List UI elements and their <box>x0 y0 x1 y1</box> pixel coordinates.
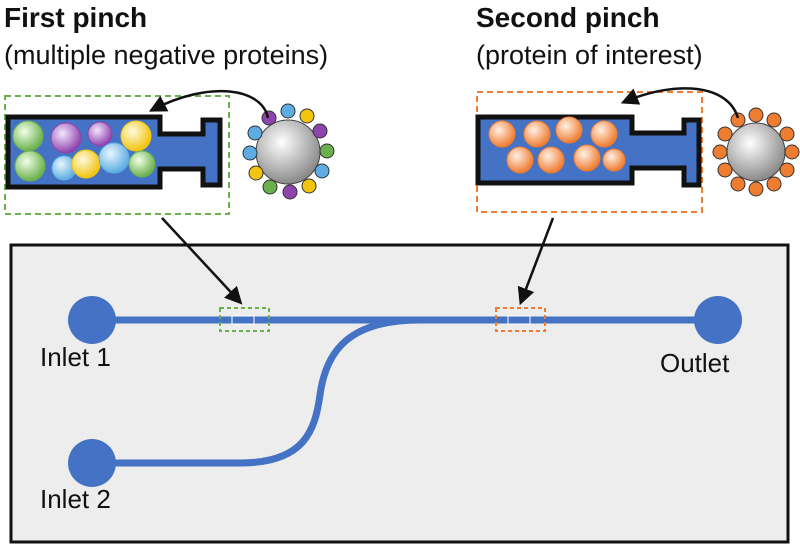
inlet-2-port <box>68 439 116 487</box>
second-composite-particle <box>712 107 800 197</box>
first-pinch-beads <box>12 120 156 182</box>
first-composite-particle <box>242 103 335 200</box>
outlet-port <box>694 296 742 344</box>
inlet-2-label: Inlet 2 <box>40 484 111 514</box>
first-pinch-arrow <box>161 217 243 305</box>
first-pinch-subtitle: (multiple negative proteins) <box>4 40 329 70</box>
second-pinch-subtitle: (protein of interest) <box>476 40 703 70</box>
second-pinch-arrow <box>517 217 555 306</box>
second-pinch-marker <box>495 307 546 332</box>
chip-body <box>9 243 790 544</box>
first-pinch-frame <box>4 95 230 215</box>
first-pinch-marker <box>219 307 270 332</box>
second-curved-arrow <box>620 87 740 119</box>
microfluidic-channels <box>88 316 722 467</box>
outlet-label: Outlet <box>660 348 730 378</box>
inlet-1-port <box>68 296 116 344</box>
second-pinch-title: Second pinch <box>476 2 660 33</box>
first-pinch-title: First pinch <box>4 2 148 33</box>
first-curved-arrow <box>148 89 270 119</box>
second-pinch-beads <box>488 116 626 174</box>
inlet-1-label: Inlet 1 <box>40 342 111 372</box>
